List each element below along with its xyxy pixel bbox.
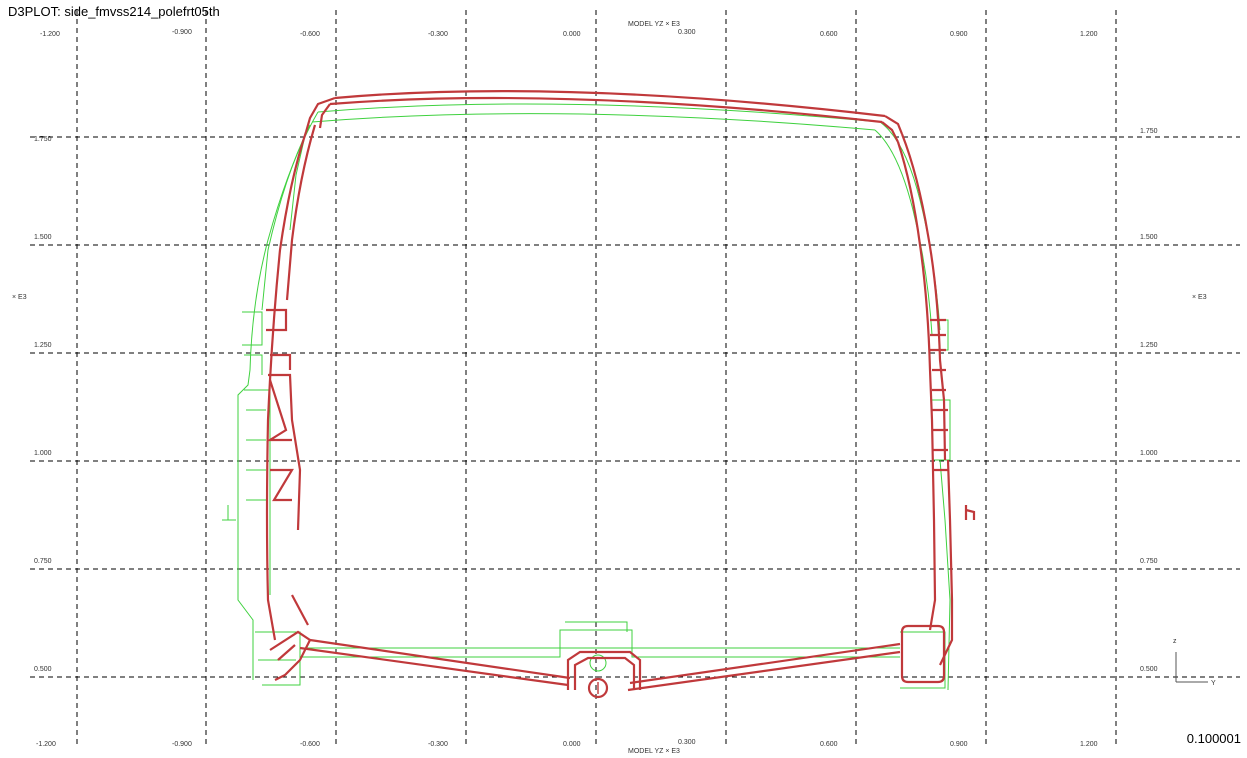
y-axis-label-right: × E3	[1192, 294, 1207, 301]
grid-vertical	[76, 10, 1117, 745]
window-title: D3PLOT: side_fmvss214_polefrt05th	[8, 4, 220, 19]
deformed-structure	[265, 90, 976, 699]
y-axis-label-left: × E3	[12, 294, 27, 301]
time-readout: 0.100001	[1186, 731, 1241, 746]
y-tick-label: 1.000	[34, 450, 52, 457]
x-tick-label: -0.600	[300, 31, 320, 38]
x-tick-label: 0.000	[563, 741, 581, 748]
triad-z-label: z	[1173, 638, 1177, 645]
y-tick-label: 1.750	[1140, 128, 1158, 135]
x-tick-label: 0.000	[563, 31, 581, 38]
x-tick-label: -1.200	[36, 741, 56, 748]
x-tick-label: 1.200	[1080, 31, 1098, 38]
triad-y-label: Y	[1211, 680, 1216, 687]
x-tick-label: 1.200	[1080, 741, 1098, 748]
undeformed-structure	[222, 103, 951, 691]
y-tick-label: 1.750	[34, 136, 52, 143]
axis-triad: z Y	[1173, 638, 1216, 687]
y-tick-label: 1.500	[1140, 234, 1158, 241]
y-tick-label: 0.500	[1140, 666, 1158, 673]
y-tick-label: 0.500	[34, 666, 52, 673]
x-tick-label: 0.600	[820, 741, 838, 748]
x-tick-label: -0.300	[428, 31, 448, 38]
y-tick-label: 1.250	[1140, 342, 1158, 349]
x-tick-labels-top: -1.200 -0.900 -0.600 -0.300 0.000 0.300 …	[40, 29, 1098, 38]
y-tick-label: 1.000	[1140, 450, 1158, 457]
x-tick-label: 0.300	[678, 29, 696, 36]
x-tick-label: 0.900	[950, 741, 968, 748]
x-tick-label: 0.300	[678, 739, 696, 746]
x-tick-label: 0.900	[950, 31, 968, 38]
x-tick-label: -0.600	[300, 741, 320, 748]
x-tick-label: -1.200	[40, 31, 60, 38]
y-tick-label: 1.500	[34, 234, 52, 241]
x-tick-label: -0.300	[428, 741, 448, 748]
x-axis-label-bottom: MODEL YZ × E3	[628, 748, 680, 755]
y-tick-label: 0.750	[1140, 558, 1158, 565]
y-tick-label: 1.250	[34, 342, 52, 349]
grid-horizontal	[30, 136, 1240, 678]
y-tick-label: 0.750	[34, 558, 52, 565]
y-tick-labels-right: 1.750 1.500 1.250 1.000 0.750 0.500	[1140, 128, 1158, 673]
x-tick-label: -0.900	[172, 741, 192, 748]
y-tick-labels-left: 1.750 1.500 1.250 1.000 0.750 0.500	[34, 136, 52, 673]
x-tick-labels-bottom: -1.200 -0.900 -0.600 -0.300 0.000 0.300 …	[36, 739, 1098, 748]
x-tick-label: 0.600	[820, 31, 838, 38]
x-tick-label: -0.900	[172, 29, 192, 36]
x-axis-label-top: MODEL YZ × E3	[628, 21, 680, 28]
